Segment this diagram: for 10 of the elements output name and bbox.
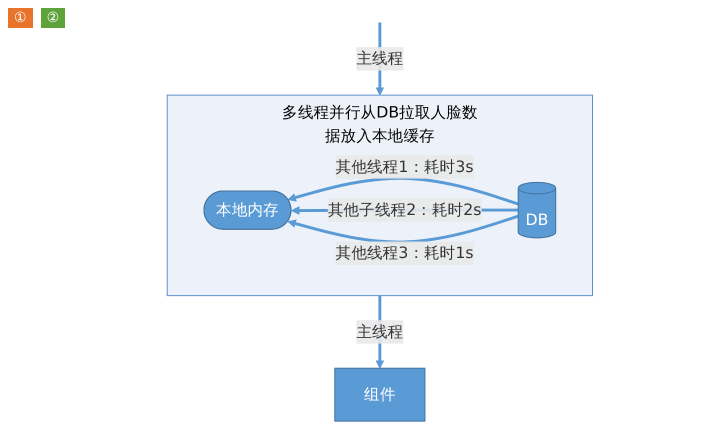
node-box: 组件 [334, 368, 426, 422]
edge-label: 其他子线程2：耗时2s [328, 200, 482, 219]
arrow [288, 176, 519, 206]
edge-label: 主线程 [356, 49, 404, 68]
arrow [288, 214, 519, 244]
edge-label: 其他线程3：耗时1s [336, 243, 474, 262]
edge-label: 主线程 [356, 322, 404, 341]
step-number: ① [8, 8, 33, 28]
step-number: ② [40, 8, 66, 28]
edge-label: 其他线程1：耗时3s [336, 157, 474, 176]
